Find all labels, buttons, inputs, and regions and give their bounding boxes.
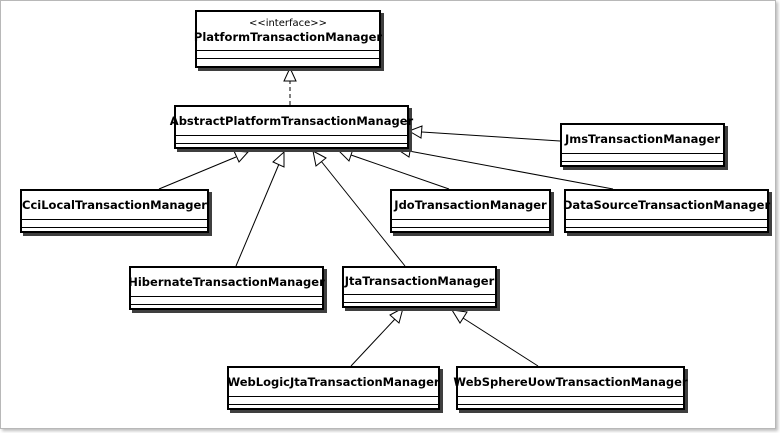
generalization-arrowhead-cci (233, 150, 250, 163)
operations-compartment (392, 228, 549, 231)
class-name: DataSourceTransactionManager (562, 198, 771, 212)
operations-compartment (458, 405, 683, 408)
operations-compartment (562, 162, 723, 165)
class-header: AbstractPlatformTransactionManager (170, 107, 413, 136)
class-websphere-uow-transaction-manager[interactable]: WebSphereUowTransactionManager (453, 366, 688, 410)
class-name: WebSphereUowTransactionManager (453, 375, 688, 389)
operations-compartment (22, 228, 207, 231)
operations-compartment (176, 144, 407, 147)
class-name: WebLogicJtaTransactionManager (227, 375, 440, 389)
generalization-line-websphere (462, 317, 539, 367)
class-name: CciLocalTransactionManager (22, 198, 207, 212)
class-name: HibernateTransactionManager (128, 275, 325, 289)
class-name: JdoTransactionManager (394, 198, 547, 212)
generalization-line-datasource (408, 150, 614, 190)
realization-arrowhead (283, 66, 297, 82)
class-name: JtaTransactionManager (344, 274, 495, 288)
class-hibernate-transaction-manager[interactable]: HibernateTransactionManager (128, 266, 325, 310)
class-name: JmsTransactionManager (564, 132, 721, 146)
generalization-line-jdo (350, 154, 450, 190)
generalization-arrowhead-websphere (451, 309, 468, 324)
attributes-compartment (344, 295, 495, 303)
class-cci-local-transaction-manager[interactable]: CciLocalTransactionManager (20, 189, 209, 233)
attributes-compartment (458, 397, 683, 405)
attributes-compartment (566, 220, 767, 228)
attributes-compartment (197, 51, 379, 59)
class-datasource-transaction-manager[interactable]: DataSourceTransactionManager (562, 189, 771, 233)
class-platform-transaction-manager[interactable]: <<interface>> PlatformTransactionManager (193, 10, 383, 68)
class-header: JdoTransactionManager (392, 191, 549, 220)
generalization-line-jta (320, 160, 406, 267)
attributes-compartment (131, 297, 322, 305)
generalization-line-jms (421, 131, 561, 142)
attributes-compartment (229, 397, 438, 405)
operations-compartment (344, 303, 495, 306)
class-header: WebLogicJtaTransactionManager (227, 368, 440, 397)
generalization-arrowhead-jta (312, 150, 327, 167)
class-name: AbstractPlatformTransactionManager (169, 114, 414, 128)
stereotype-label: <<interface>> (248, 18, 328, 29)
class-jta-transaction-manager[interactable]: JtaTransactionManager (342, 266, 497, 308)
generalization-line-weblogic (350, 318, 396, 367)
class-weblogic-jta-transaction-manager[interactable]: WebLogicJtaTransactionManager (227, 366, 440, 410)
class-jdo-transaction-manager[interactable]: JdoTransactionManager (390, 189, 551, 233)
generalization-line-hibernate (235, 163, 280, 267)
class-header: WebSphereUowTransactionManager (453, 368, 688, 397)
class-header: <<interface>> PlatformTransactionManager (193, 12, 383, 51)
attributes-compartment (22, 220, 207, 228)
operations-compartment (131, 305, 322, 308)
generalization-line-cci (158, 156, 237, 190)
generalization-arrowhead-hibernate (272, 150, 285, 168)
class-header: DataSourceTransactionManager (562, 191, 771, 220)
class-header: JmsTransactionManager (562, 125, 723, 154)
attributes-compartment (176, 136, 407, 144)
class-header: CciLocalTransactionManager (22, 191, 207, 220)
generalization-arrowhead-jms (407, 125, 423, 139)
generalization-arrowhead-weblogic (389, 307, 404, 324)
class-abstract-platform-transaction-manager[interactable]: AbstractPlatformTransactionManager (170, 105, 413, 149)
operations-compartment (197, 59, 379, 66)
class-name: PlatformTransactionManager (193, 30, 383, 44)
generalization-arrowhead-jdo (337, 148, 354, 162)
attributes-compartment (392, 220, 549, 228)
operations-compartment (229, 405, 438, 408)
class-header: HibernateTransactionManager (128, 268, 325, 297)
operations-compartment (566, 228, 767, 231)
class-jms-transaction-manager[interactable]: JmsTransactionManager (560, 123, 725, 167)
attributes-compartment (562, 154, 723, 162)
class-header: JtaTransactionManager (344, 268, 495, 295)
